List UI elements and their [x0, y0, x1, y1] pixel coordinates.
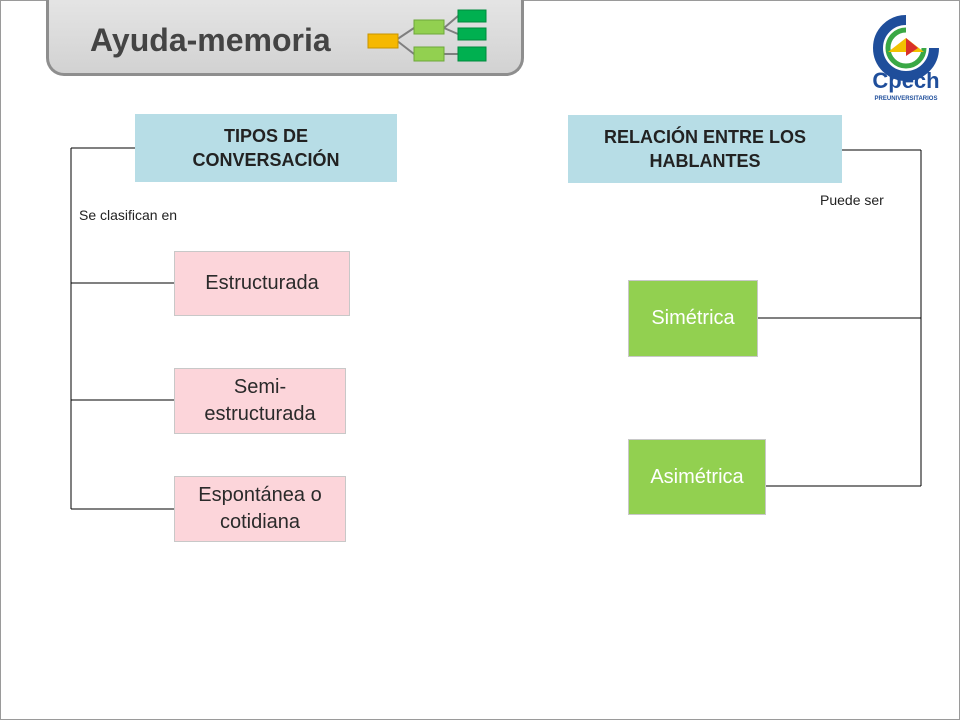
left-item-label: Semi- estructurada — [204, 376, 316, 425]
right-item-box: Simétrica — [628, 280, 758, 357]
svg-text:Cpech: Cpech — [872, 68, 939, 93]
cpech-logo: Cpech PREUNIVERSITARIOS — [872, 15, 940, 102]
left-head-box: TIPOS DE CONVERSACIÓN — [135, 114, 397, 182]
tree-diagram-icon — [367, 9, 487, 62]
right-head-label: RELACIÓN ENTRE LOS HABLANTES — [603, 126, 806, 171]
right-connector-label: Puede ser — [820, 192, 884, 208]
left-item-box: Estructurada — [174, 251, 350, 316]
page-title: Ayuda-memoria — [90, 22, 331, 58]
left-item-box: Semi- estructurada — [174, 368, 346, 434]
right-item-label: Simétrica — [651, 307, 735, 329]
left-item-label: Estructurada — [205, 272, 319, 294]
right-head-box: RELACIÓN ENTRE LOS HABLANTES — [568, 115, 842, 183]
right-item-label: Asimétrica — [650, 465, 744, 488]
left-item-box: Espontánea o cotidiana — [174, 476, 346, 542]
header-tab — [46, 0, 524, 76]
left-item-label: Espontánea o cotidiana — [198, 484, 322, 533]
left-connector-label: Se clasifican en — [79, 207, 178, 223]
right-item-box: Asimétrica — [628, 439, 766, 515]
left-head-label: TIPOS DE CONVERSACIÓN — [192, 125, 340, 170]
svg-text:PREUNIVERSITARIOS: PREUNIVERSITARIOS — [875, 96, 938, 102]
